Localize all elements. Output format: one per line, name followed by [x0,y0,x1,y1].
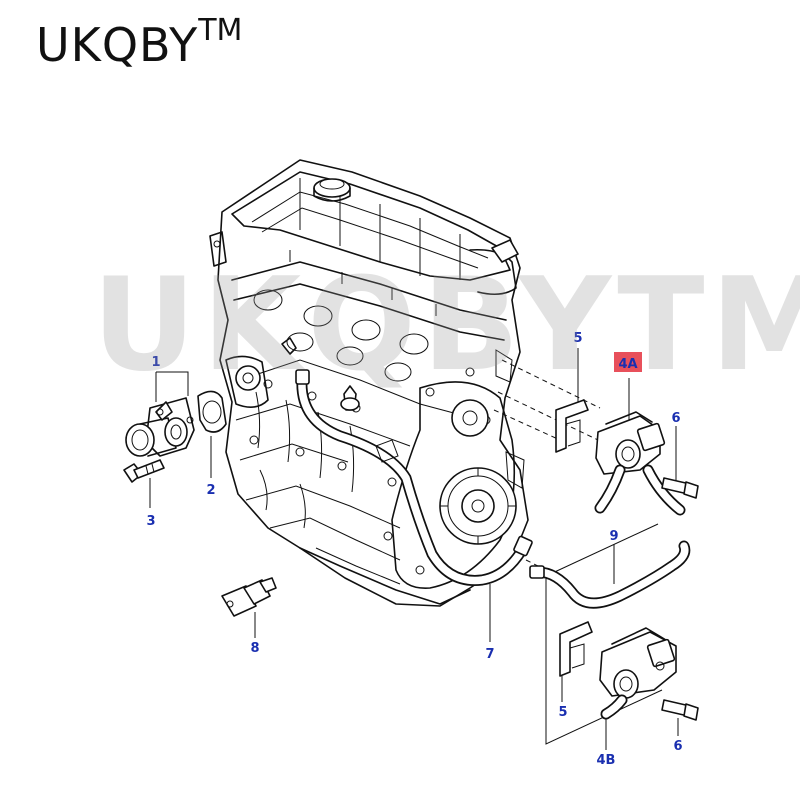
part-1-thermostat-housing [125,397,195,457]
callout-6-top: 6 [671,411,680,426]
part-5-clip-bottom [559,621,593,677]
callout-5-top: 5 [573,331,582,346]
callout-5-bottom: 5 [558,705,567,720]
engine-block [209,159,529,607]
leader-lines [149,348,679,750]
callout-7: 7 [485,647,494,662]
callout-8: 8 [250,641,259,656]
part-6-bolt-top [661,477,699,499]
callout-3: 3 [146,514,155,529]
part-4b-water-outlet [599,627,677,720]
callout-9: 9 [609,529,618,544]
part-2-gasket [197,390,227,433]
callout-6-bottom: 6 [673,739,682,754]
callout-1: 1 [151,355,160,370]
brand-trademark: TM [198,13,243,48]
callout-4b: 4B [597,753,616,768]
callout-4a-highlight [614,352,642,372]
assembly-guide-lines [493,359,663,745]
callout-4a: 4A [618,357,637,372]
callout-2: 2 [206,483,215,498]
part-5-clip-top [555,399,589,453]
part-8-sensor [221,577,277,617]
part-7-coolant-hose [295,369,533,586]
brand-logo: UKQBYTM [36,16,242,69]
brand-name: UKQBY [36,18,199,72]
callout-labels: 1 2 3 5 4A 6 9 8 7 5 6 4B [146,331,682,768]
part-4a-water-outlet [594,411,686,516]
part-3-bolt [123,459,165,483]
part-6-bolt-bottom [661,699,699,721]
part-9-coolant-pipe [529,540,691,609]
